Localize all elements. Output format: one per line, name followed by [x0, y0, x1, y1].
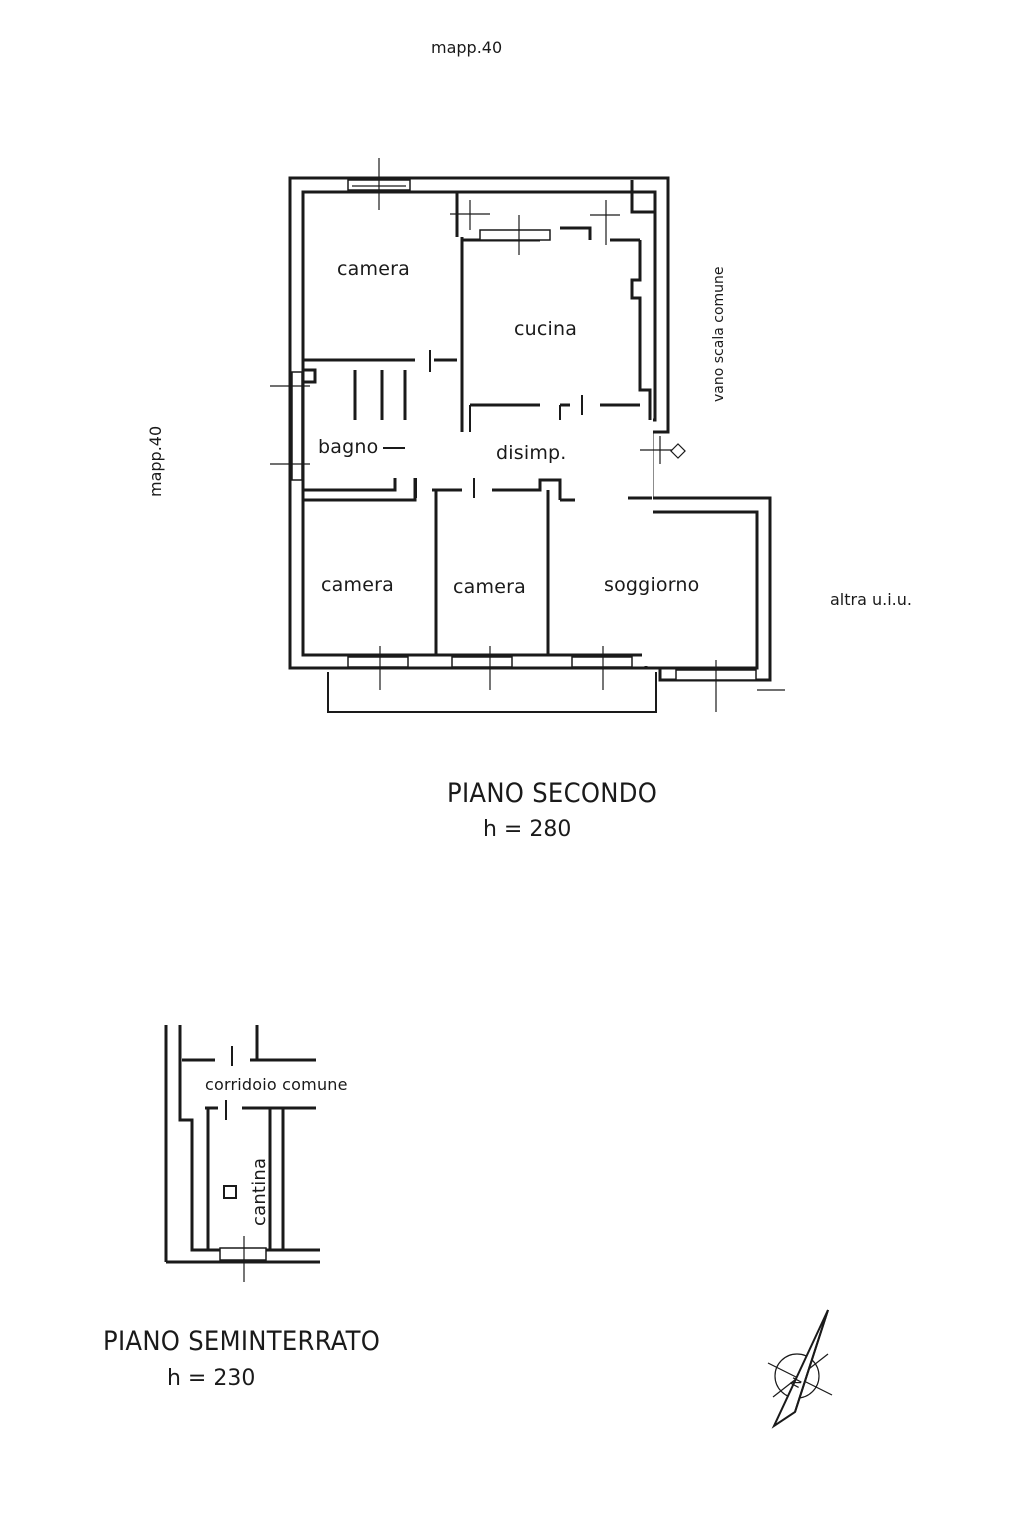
room-camera-top: camera	[337, 258, 410, 280]
compass-needle	[771, 1309, 829, 1429]
wall-cucina-bottom-stubs	[469, 405, 561, 432]
wall-bagno-notch	[303, 368, 317, 384]
wall-bagno-bottom	[303, 478, 397, 492]
door-ticks	[415, 350, 583, 498]
neighbor-top-label: mapp.40	[431, 38, 503, 57]
wall-stair-jogs	[630, 240, 652, 420]
room-cantina: cantina	[249, 1157, 270, 1226]
room-disimp: disimp.	[496, 442, 567, 464]
basement-height: h = 230	[167, 1366, 256, 1391]
wall-corridor-right	[492, 478, 562, 500]
wall-stair-top	[630, 180, 655, 214]
exterior-wall	[288, 176, 772, 682]
neighbor-right-label: altra u.i.u.	[830, 590, 912, 609]
room-soggiorno: soggiorno	[604, 574, 700, 596]
room-bagno: bagno	[318, 436, 379, 458]
second-floor-height: h = 280	[483, 817, 572, 842]
balcony	[327, 672, 657, 713]
neighbor-left-label: mapp.40	[146, 425, 165, 497]
second-floor-plan	[270, 158, 785, 713]
interior-fill-living	[642, 514, 755, 666]
basement-cantina-right	[268, 1108, 285, 1250]
basement-plan	[164, 1025, 320, 1282]
wall-bagno-cabinets	[353, 370, 407, 420]
compass-rose	[767, 1309, 833, 1429]
second-floor-title: PIANO SECONDO	[447, 778, 658, 809]
basement-title: PIANO SEMINTERRATO	[103, 1326, 381, 1357]
room-camera-mid: camera	[453, 576, 526, 598]
windows	[270, 158, 785, 712]
room-cucina: cucina	[514, 318, 578, 340]
stair-label: vano scala comune	[711, 266, 727, 402]
interior-fill	[305, 194, 653, 653]
room-camera-left: camera	[321, 574, 394, 596]
cantina-square	[223, 1185, 237, 1199]
basement-cantina-top	[205, 1106, 316, 1250]
room-corridoio-comune: corridoio comune	[205, 1075, 348, 1094]
basement-window	[219, 1247, 267, 1261]
